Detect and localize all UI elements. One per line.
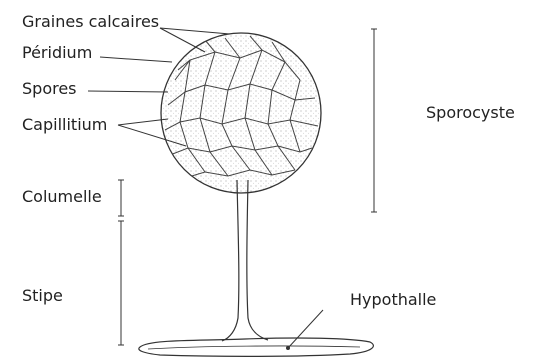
peridium-leader bbox=[100, 57, 172, 62]
columelle-bracket bbox=[118, 180, 124, 216]
label-sporocyste: Sporocyste bbox=[426, 103, 515, 122]
hypothalle-shape bbox=[139, 338, 374, 356]
sporocyste-bracket bbox=[371, 29, 377, 212]
label-graines-calcaires: Graines calcaires bbox=[22, 12, 159, 31]
capillitium-leader-1 bbox=[118, 119, 168, 125]
stipe-shape bbox=[222, 180, 239, 341]
sporocyste-head bbox=[161, 33, 321, 193]
label-peridium: Péridium bbox=[22, 43, 92, 62]
hypothalle-leader-dot bbox=[286, 346, 290, 350]
label-stipe: Stipe bbox=[22, 286, 63, 305]
label-spores: Spores bbox=[22, 79, 77, 98]
label-capillitium: Capillitium bbox=[22, 115, 107, 134]
label-columelle: Columelle bbox=[22, 187, 102, 206]
spores-leader bbox=[88, 91, 168, 92]
label-hypothalle: Hypothalle bbox=[350, 290, 436, 309]
hypothalle-leader bbox=[288, 310, 323, 348]
stipe-bracket bbox=[118, 221, 124, 345]
